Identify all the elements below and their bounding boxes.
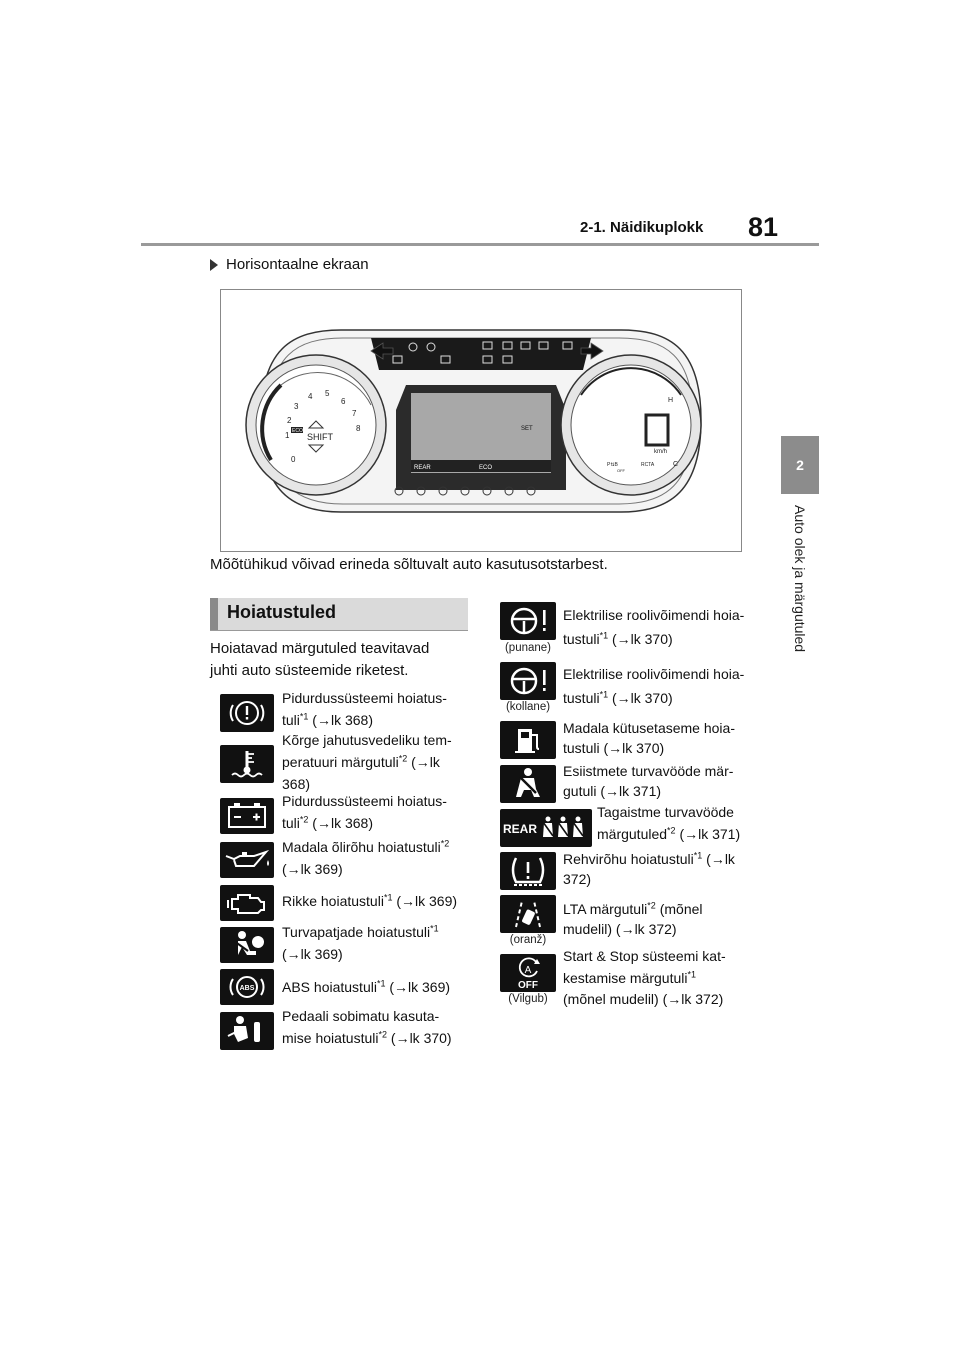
- brake-warning-label-1: Pidurdussüsteemi hoiatus-: [282, 690, 447, 706]
- power-steering-yellow-label-2: tustuli*1 (→lk 370): [563, 689, 673, 706]
- section-header: 2-1. Näidikuplokk: [580, 219, 704, 236]
- rcta-label: RCTA: [641, 462, 655, 468]
- start-stop-caption: (Vilgub): [508, 993, 548, 1005]
- instrument-cluster-figure: 0 1 2 3 4 5 6 7 8 ECO SHIFT SET REAR ECO…: [220, 289, 742, 552]
- battery-label-1: Pidurdussüsteemi hoiatus-: [282, 793, 447, 809]
- svg-text:ABS: ABS: [240, 985, 255, 992]
- intro-line-2: juhti auto süsteemide riketest.: [210, 662, 409, 679]
- units-note: Mõõtühikud võivad erineda sõltuvalt auto…: [210, 556, 608, 573]
- triangle-bullet-icon: [210, 259, 218, 272]
- right-turn-icon: [580, 342, 604, 360]
- start-stop-label-1: Start & Stop süsteemi kat-: [563, 948, 726, 964]
- oil-label-2: (→lk 369): [282, 861, 343, 877]
- tach-tick: 5: [325, 389, 330, 398]
- seatbelt-label-1: Esiistmete turvavööde mär-: [563, 763, 734, 779]
- airbag-label-2: (→lk 369): [282, 946, 343, 962]
- tach-tick: 1: [285, 431, 290, 440]
- tach-tick: 8: [356, 424, 361, 433]
- tach-tick: 4: [308, 392, 313, 401]
- low-fuel-icon: [500, 721, 556, 759]
- set-label: SET: [521, 426, 533, 432]
- tach-tick: 3: [294, 402, 299, 411]
- chapter-label: Auto olek ja märgutuled: [792, 505, 808, 653]
- header-rule: [141, 243, 819, 246]
- abs-label: ABS hoiatustuli*1 (→lk 369): [282, 978, 451, 995]
- chapter-tab: 2: [781, 436, 819, 494]
- rear-label: REAR: [414, 465, 431, 471]
- lta-label-2: mudelil) (→lk 372): [563, 921, 677, 937]
- bullet-horizontal-display: Horisontaalne ekraan: [210, 256, 369, 273]
- temp-h-label: H: [668, 397, 673, 404]
- lta-icon: [500, 895, 556, 933]
- seatbelt-icon: [500, 765, 556, 803]
- power-steering-red-label-2: tustuli*1 (→lk 370): [563, 630, 673, 647]
- brake-warning-icon: [220, 694, 274, 732]
- start-stop-label-3: (mõnel mudelil) (→lk 372): [563, 991, 724, 1007]
- coolant-label-2: peratuuri märgutuli*2 (→lk: [282, 753, 440, 770]
- intro-line-1: Hoiatavad märgutuled teavitavad: [210, 640, 430, 657]
- page-number: 81: [748, 212, 779, 242]
- tire-pressure-label-2: 372): [563, 871, 592, 887]
- power-steering-red-icon: [500, 602, 556, 640]
- kmh-label: km/h: [654, 449, 667, 455]
- power-steering-yellow-label-1: Elektrilise roolivõimendi hoia-: [563, 666, 745, 682]
- start-stop-label-2: kestamise märgutuli*1: [563, 969, 697, 986]
- check-engine-icon: [220, 885, 274, 921]
- off-label: OFF: [617, 468, 626, 473]
- coolant-label-3: 368): [282, 776, 311, 792]
- eco-label: ECO: [479, 465, 492, 471]
- brake-warning-label-2: tuli*1 (→lk 368): [282, 711, 373, 728]
- rear-seatbelt-icon: REAR: [500, 809, 592, 847]
- airbag-label-1: Turvapatjade hoiatustuli*1: [282, 923, 439, 940]
- power-steering-red-label-1: Elektrilise roolivõimendi hoia-: [563, 607, 745, 623]
- start-stop-off-icon: A OFF: [500, 954, 556, 992]
- check-engine-label: Rikke hoiatustuli*1 (→lk 369): [282, 892, 458, 909]
- cluster-illustration: 0 1 2 3 4 5 6 7 8 ECO SHIFT SET REAR ECO…: [245, 329, 702, 513]
- lta-label-1: LTA märgutuli*2 (mõnel: [563, 900, 703, 917]
- start-stop-a: A: [525, 965, 532, 976]
- airbag-icon: [220, 927, 274, 963]
- oil-pressure-icon: [220, 842, 274, 878]
- coolant-label-1: Kõrge jahutusvedeliku tem-: [282, 732, 452, 748]
- low-fuel-label-2: tustuli (→lk 370): [563, 740, 665, 756]
- pedal-label-1: Pedaali sobimatu kasuta-: [282, 1008, 440, 1024]
- tire-pressure-icon: [500, 852, 556, 890]
- rear-seatbelt-label-2: märgutuled*2 (→lk 371): [597, 825, 741, 842]
- abs-icon: ABS: [220, 969, 274, 1005]
- oil-label-1: Madala õlirõhu hoiatustuli*2: [282, 838, 450, 855]
- temp-c-label: C: [673, 461, 678, 468]
- pkb-label: P⇅B: [607, 462, 619, 468]
- power-steering-yellow-icon: [500, 662, 556, 700]
- battery-label-2: tuli*2 (→lk 368): [282, 814, 373, 831]
- tach-tick: 6: [341, 397, 346, 406]
- section-heading: Hoiatustuled: [210, 598, 468, 631]
- pedal-misuse-icon: [220, 1012, 274, 1050]
- shift-label: SHIFT: [307, 432, 334, 442]
- pedal-label-2: mise hoiatustuli*2 (→lk 370): [282, 1029, 452, 1046]
- power-steering-red-caption: (punane): [504, 642, 552, 654]
- tach-tick: 0: [291, 455, 296, 464]
- eco-badge: ECO: [292, 428, 303, 434]
- tire-pressure-label-1: Rehvirõhu hoiatustuli*1 (→lk: [563, 850, 735, 867]
- tach-tick: 7: [352, 409, 357, 418]
- low-fuel-label-1: Madala kütusetaseme hoia-: [563, 720, 735, 736]
- lta-caption: (oranž): [509, 934, 547, 946]
- tach-tick: 2: [287, 416, 292, 425]
- rear-seatbelt-text: REAR: [503, 822, 537, 836]
- power-steering-yellow-caption: (kollane): [505, 701, 551, 713]
- battery-icon: [220, 798, 274, 834]
- left-turn-icon: [370, 342, 394, 360]
- start-stop-off: OFF: [518, 980, 538, 991]
- rear-seatbelt-label-1: Tagaistme turvavööde: [597, 804, 734, 820]
- coolant-temperature-icon: [220, 745, 274, 783]
- seatbelt-label-2: gutuli (→lk 371): [563, 783, 662, 799]
